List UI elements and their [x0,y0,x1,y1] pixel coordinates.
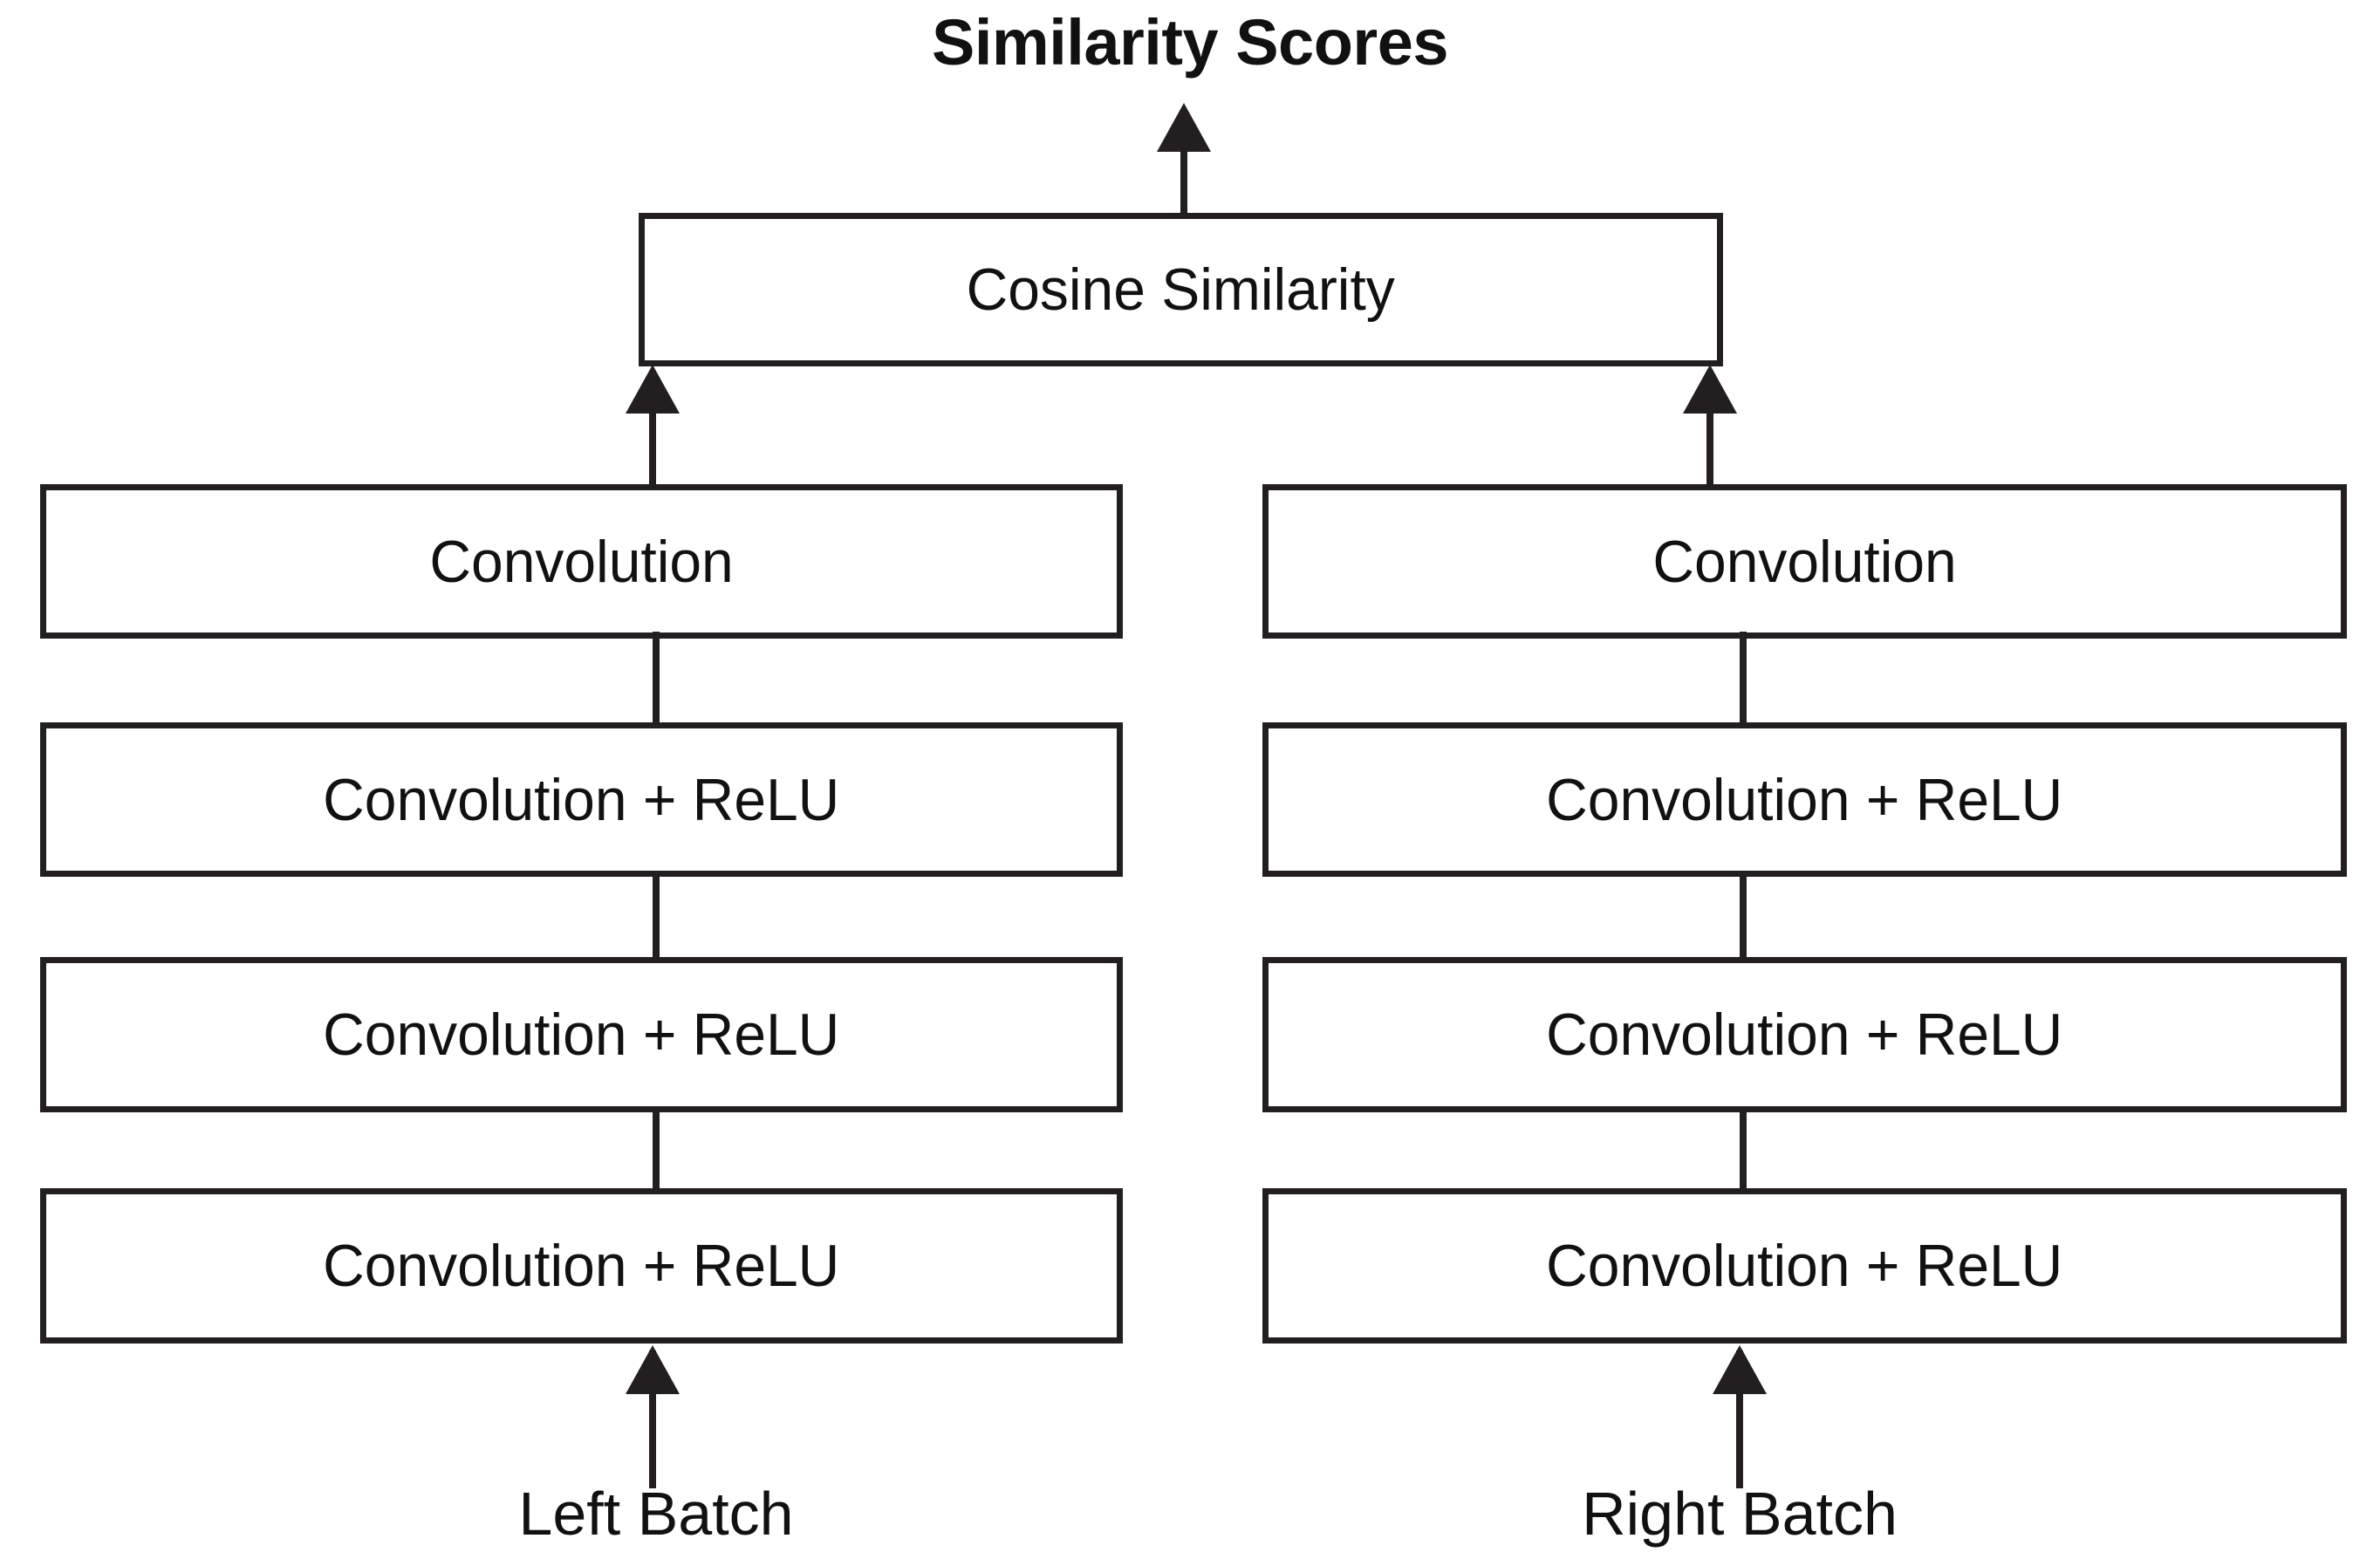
arrow-shaft-left-input [649,1350,656,1488]
node-left-layer-1-label: Convolution [429,528,734,595]
node-cosine-similarity-label: Cosine Similarity [966,256,1396,323]
arrow-shaft-right-to-merge [1706,372,1713,485]
connector-left-3-to-2 [653,871,660,963]
connector-right-4-to-3 [1740,1106,1747,1194]
node-left-layer-3-label: Convolution + ReLU [323,1002,840,1068]
node-right-layer-2-label: Convolution + ReLU [1546,766,2063,833]
label-right-batch-text: Right Batch [1582,1480,1898,1548]
arrow-shaft-right-input [1736,1350,1743,1488]
node-left-layer-3[interactable]: Convolution + ReLU [40,957,1123,1112]
arrow-head-right-input-icon [1713,1345,1767,1394]
label-left-batch-text: Left Batch [518,1480,794,1548]
connector-left-4-to-3 [653,1106,660,1194]
node-cosine-similarity[interactable]: Cosine Similarity [639,213,1723,366]
arrow-shaft-output [1180,112,1187,215]
node-right-layer-1-label: Convolution [1652,528,1957,595]
node-right-layer-4[interactable]: Convolution + ReLU [1262,1188,2347,1344]
connector-left-2-to-1 [653,632,660,729]
node-right-layer-3[interactable]: Convolution + ReLU [1262,957,2347,1112]
arrow-shaft-left-to-merge [649,372,656,485]
node-left-layer-2-label: Convolution + ReLU [323,766,840,833]
arrow-head-left-input-icon [626,1345,680,1394]
node-right-layer-3-label: Convolution + ReLU [1546,1002,2063,1068]
connector-right-2-to-1 [1740,632,1747,729]
node-left-layer-2[interactable]: Convolution + ReLU [40,722,1123,877]
arrow-head-left-to-merge-icon [626,365,680,414]
node-right-layer-4-label: Convolution + ReLU [1546,1233,2063,1299]
label-right-batch: Right Batch [1391,1483,2089,1544]
arrow-head-output-icon [1157,103,1211,152]
node-left-layer-4-label: Convolution + ReLU [323,1233,840,1299]
arrow-head-right-to-merge-icon [1683,365,1737,414]
diagram-title: Similarity Scores [931,6,1449,79]
label-left-batch: Left Batch [307,1483,1005,1544]
connector-right-3-to-2 [1740,871,1747,963]
node-left-layer-1[interactable]: Convolution [40,484,1123,639]
node-left-layer-4[interactable]: Convolution + ReLU [40,1188,1123,1344]
node-right-layer-2[interactable]: Convolution + ReLU [1262,722,2347,877]
node-right-layer-1[interactable]: Convolution [1262,484,2347,639]
